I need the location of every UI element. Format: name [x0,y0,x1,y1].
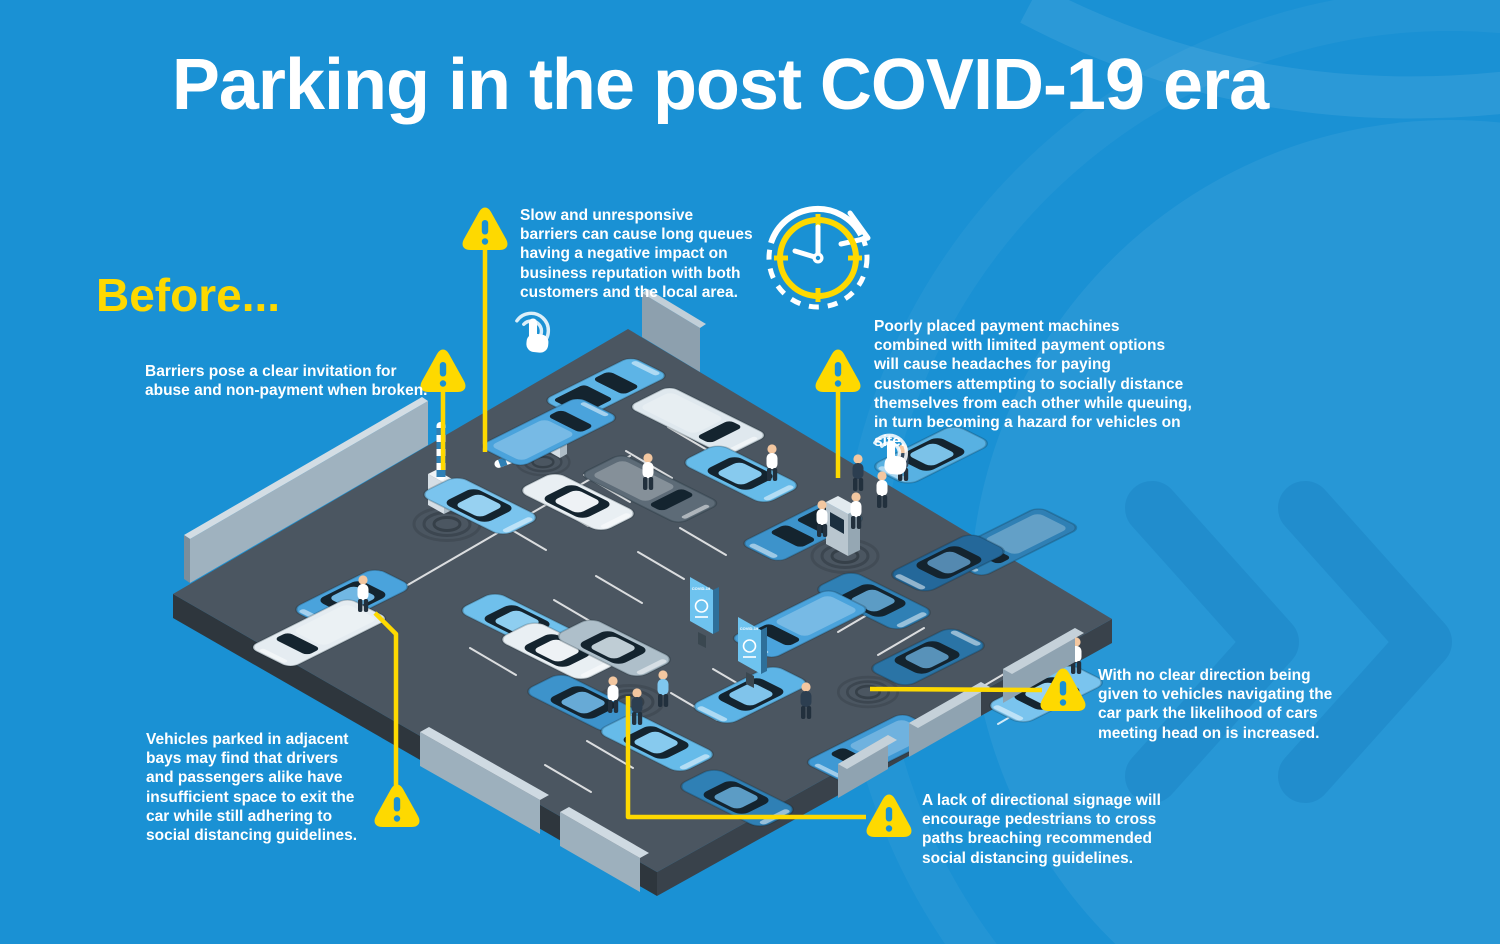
callout-broken-barriers: Barriers pose a clear invitation for abu… [145,363,428,400]
callout-no-direction: With no clear direction being given to v… [1098,667,1333,742]
covid-sign-label: COVID-19 [692,586,711,591]
page-title: Parking in the post COVID-19 era [171,45,1269,125]
covid-sign-totem-1: COVID-19 [690,577,719,648]
warning-triangle-icon [374,784,420,827]
warning-triangle-icon [462,207,508,250]
decor-chevron-2 [1278,481,1452,803]
timer-icon [766,205,871,310]
covid-sign-totem-2: COVID-19 [738,617,767,688]
callout-no-signage: A lack of directional signage will encou… [922,792,1161,867]
connector-adjacent-bays [373,611,399,786]
callout-connectors [373,248,1043,820]
kiosk-screen [830,512,844,534]
callout-adjacent-bays: Vehicles parked in adjacent bays may fin… [146,731,358,845]
decor-arc-top [1020,0,1500,119]
decor-disc [970,120,1500,944]
perimeter-walls-lower [420,628,1084,892]
callout-payment-machines: Poorly placed payment machines combined … [874,318,1192,451]
callout-slow-barriers: Slow and unresponsive barriers can cause… [520,207,753,301]
decor-chevron-1 [1125,481,1299,803]
section-label-before: Before... [96,269,281,321]
connector-no-signage [625,696,866,820]
perimeter-walls-upper [184,289,706,583]
connector-no-direction [869,686,1043,693]
warning-triangle-icon [815,349,861,392]
tap-hand-icon [515,311,551,356]
covid-sign-label: COVID-19 [740,626,759,631]
